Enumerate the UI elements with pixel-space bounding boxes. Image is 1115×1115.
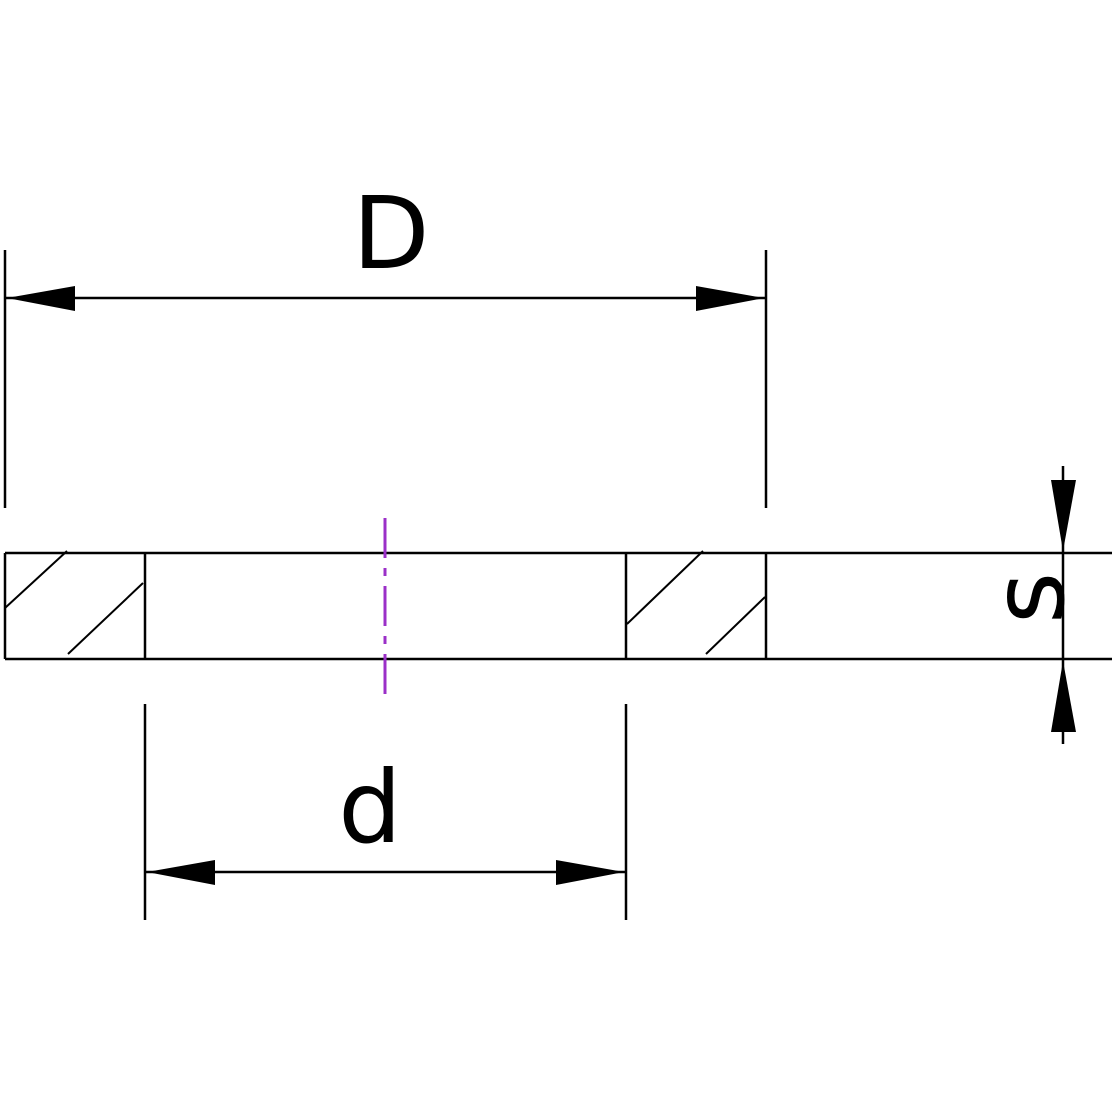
washer-section bbox=[3, 551, 1112, 661]
arrowhead-top bbox=[1051, 480, 1076, 551]
arrowhead-bottom bbox=[1051, 661, 1076, 732]
inner-diameter-label: d bbox=[338, 749, 401, 866]
arrowhead-left bbox=[147, 860, 215, 885]
hatch-line bbox=[626, 550, 704, 625]
arrowhead-left bbox=[7, 286, 75, 311]
arrowhead-right bbox=[556, 860, 624, 885]
outer-diameter-dimension: D bbox=[3, 175, 768, 508]
thickness-label: s bbox=[970, 572, 1087, 624]
arrowhead-right bbox=[696, 286, 764, 311]
section-hatching bbox=[4, 550, 766, 655]
thickness-dimension: s bbox=[970, 466, 1087, 744]
inner-diameter-dimension: d bbox=[143, 704, 628, 920]
hatch-line bbox=[67, 582, 144, 655]
outer-diameter-label: D bbox=[352, 175, 429, 292]
hatch-line bbox=[4, 550, 68, 609]
hatch-line bbox=[705, 596, 766, 655]
